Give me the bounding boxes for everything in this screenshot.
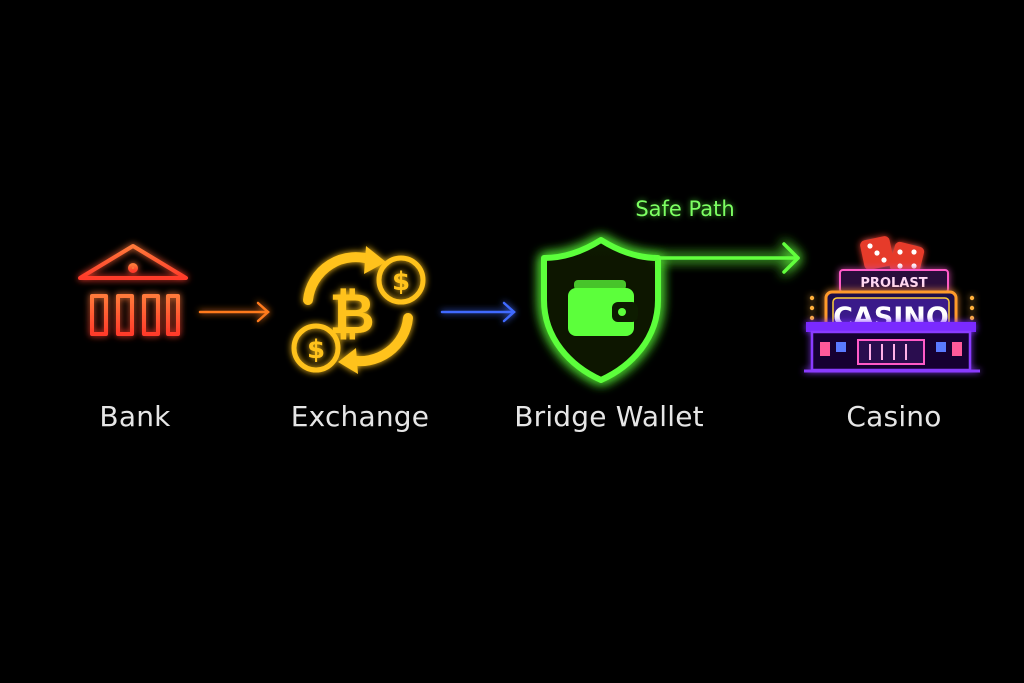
node-label-bridge-wallet: Bridge Wallet [514,400,704,433]
arrow-safe-path [658,242,800,274]
bank-icon [68,244,198,363]
casino-icon: PROLAST CASINO [804,236,980,373]
shield-wallet-icon [541,237,661,383]
node-label-bank: Bank [99,400,171,433]
casino-sign-top-text: PROLAST [860,276,927,291]
arrow-exchange-to-bridge [440,301,516,323]
svg-text:$: $ [307,335,325,365]
arrow-bank-to-exchange [198,301,270,323]
dice-icon [860,236,925,277]
safe-path-label: Safe Path [635,197,735,221]
crypto-exchange-icon: ₿ $ $ [291,246,426,374]
node-label-exchange: Exchange [290,400,430,433]
node-label-casino: Casino [846,400,942,433]
svg-text:$: $ [392,267,410,297]
